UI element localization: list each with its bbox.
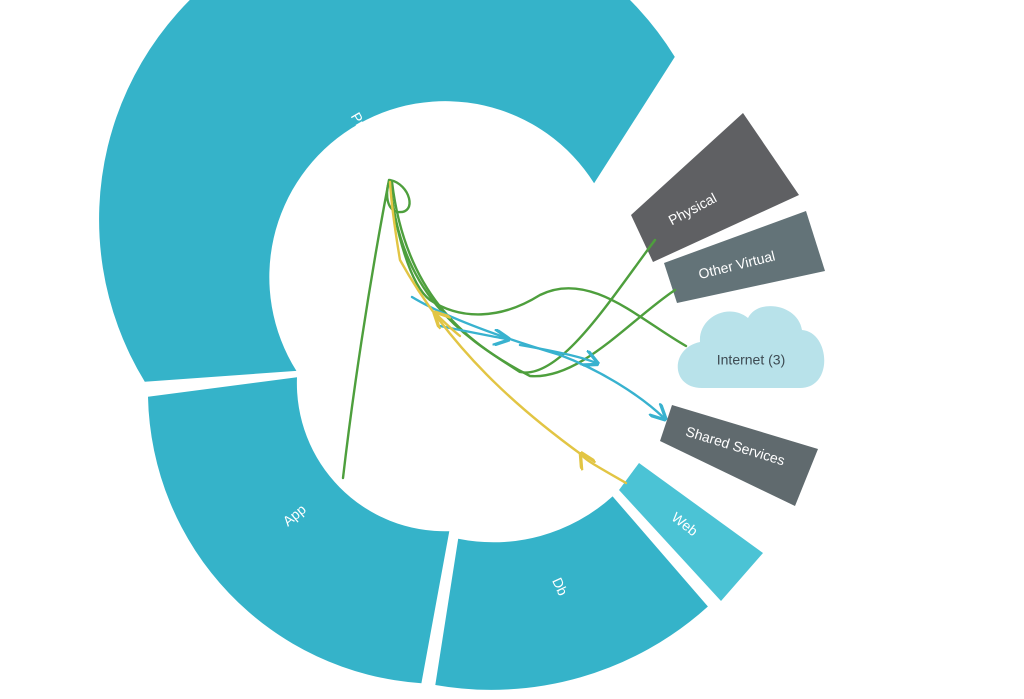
internet-label: Internet (3) (717, 352, 785, 368)
web-segment[interactable] (619, 463, 763, 601)
flow-web-to-prod-3 (436, 314, 462, 338)
db-label: Db (549, 575, 571, 598)
internet-cloud[interactable] (677, 306, 825, 388)
physical-node[interactable] (631, 113, 799, 262)
flow-prod-to-shared-services (410, 295, 664, 418)
cloud-icon (677, 306, 825, 388)
flow-web-to-prod-2 (388, 180, 584, 457)
flow-internet-to-prod (388, 180, 688, 348)
flow-web-to-prod (582, 455, 628, 485)
flow-lines (341, 178, 688, 485)
flow-prod-to-other-virtual (390, 180, 677, 378)
flow-prod-to-shared-services-3 (518, 343, 596, 363)
other-virtual-node[interactable] (664, 211, 825, 303)
flow-app-to-prod (341, 178, 391, 480)
db-segment[interactable] (435, 496, 708, 690)
prod-segment[interactable] (99, 0, 675, 382)
shared-services-node[interactable] (660, 405, 818, 506)
app-segment[interactable] (148, 377, 450, 684)
